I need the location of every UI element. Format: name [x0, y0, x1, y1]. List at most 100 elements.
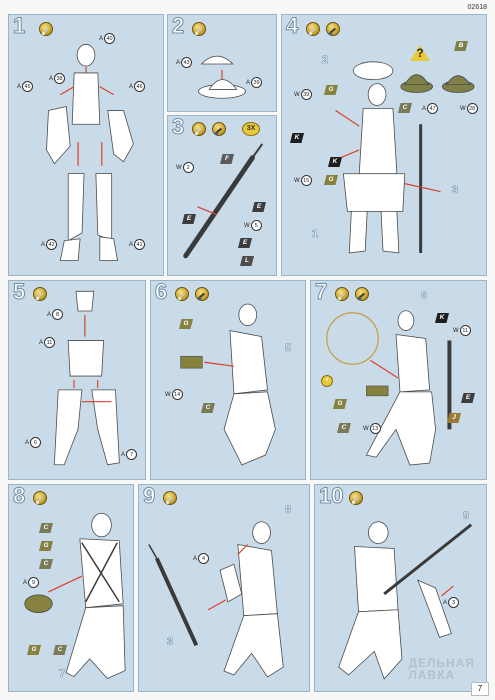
glue-icon [349, 491, 363, 505]
color-tag-g: G [39, 541, 53, 551]
quantity-badge: 3X [242, 122, 260, 136]
paint-icon [212, 122, 226, 136]
glue-icon [192, 22, 206, 36]
step-8-figure [24, 512, 126, 680]
asterisk-icon: * [321, 375, 333, 387]
color-tag-c: C [201, 403, 215, 413]
step-10-figure [338, 521, 473, 680]
color-tag-c: C [398, 103, 412, 113]
glue-icon [192, 122, 206, 136]
color-tag-c: C [53, 645, 67, 655]
part-label-2: 2 [322, 54, 329, 66]
step-6-figure [180, 303, 276, 466]
color-tag-j: J [447, 413, 461, 423]
part-label-7: 7 [59, 668, 66, 680]
part-label-6: 6 [421, 290, 428, 302]
step-5-number: 5 [12, 280, 26, 304]
color-tag-k: K [290, 133, 304, 143]
paint-icon [355, 287, 369, 301]
part-label-5: 5 [285, 342, 292, 354]
step-7-number: 7 [314, 280, 328, 304]
step-3-rifle [183, 143, 264, 259]
color-tag-c: C [39, 523, 53, 533]
color-tag-g: G [179, 319, 193, 329]
glue-icon [163, 491, 177, 505]
step-6-number: 6 [154, 280, 168, 304]
color-tag-c: C [39, 559, 53, 569]
step-2-number: 2 [171, 14, 185, 38]
part-label-9: 9 [463, 510, 470, 522]
color-tag-c: C [337, 423, 351, 433]
part-label-1: 1 [312, 228, 319, 240]
sheet-code: 02618 [467, 4, 487, 11]
watermark-line-2: ЛАВКА [408, 668, 456, 683]
color-tag-f: F [220, 154, 234, 164]
glue-icon [33, 491, 47, 505]
step-8-number: 8 [12, 484, 26, 508]
step-9-number: 9 [142, 484, 156, 508]
color-tag-b: B [454, 41, 468, 51]
paint-icon [326, 22, 340, 36]
color-tag-k: K [328, 157, 342, 167]
step-4-number: 4 [285, 14, 299, 38]
step-7-figure [326, 310, 452, 466]
color-tag-e: E [182, 214, 196, 224]
step-3-number: 3 [171, 115, 185, 139]
color-tag-g: G [324, 85, 338, 95]
glue-icon [175, 287, 189, 301]
watermark-line-1: ДЕЛЬНАЯ [408, 655, 475, 670]
step-10-number: 10 [318, 484, 344, 508]
glue-icon [335, 287, 349, 301]
glue-icon [33, 287, 47, 301]
color-tag-g: G [27, 645, 41, 655]
paint-icon [195, 287, 209, 301]
part-label-8: 8 [285, 504, 292, 516]
page-number: 7 [471, 682, 489, 696]
color-tag-k: K [435, 313, 449, 323]
step-2-hat [198, 55, 246, 99]
step-9-figure [148, 521, 284, 678]
step-5-figure [53, 290, 120, 466]
color-tag-e: E [461, 393, 475, 403]
color-tag-l: L [240, 256, 254, 266]
color-tag-g: G [333, 399, 347, 409]
part-label-3: 3 [452, 184, 459, 196]
step-1-number: 1 [12, 14, 26, 38]
glue-icon [306, 22, 320, 36]
